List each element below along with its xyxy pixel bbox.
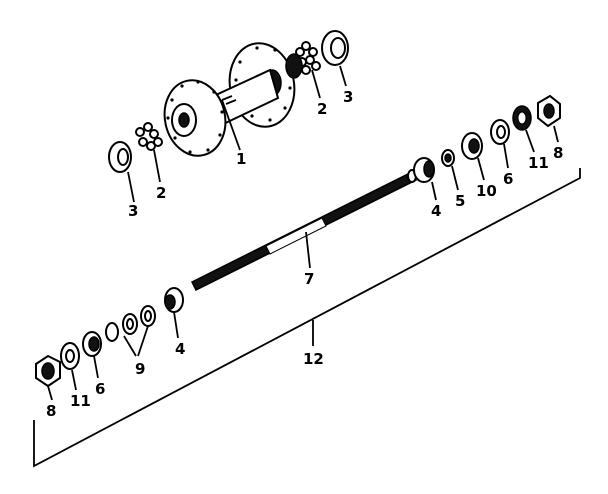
- assembly-bracket: [33, 168, 581, 468]
- callout-5: 5: [455, 192, 465, 210]
- callout-7: 7: [304, 270, 314, 288]
- callout-6-right: 6: [503, 170, 513, 188]
- axle: [190, 169, 418, 292]
- left-axle-parts: [35, 287, 184, 401]
- callout-3-right: 3: [343, 88, 353, 106]
- right-axle-parts: [413, 94, 561, 201]
- callout-9: 9: [135, 360, 145, 378]
- callout-4-left: 4: [175, 340, 185, 358]
- callout-2-left: 2: [156, 184, 166, 202]
- callout-11-left: 11: [70, 392, 91, 410]
- callout-3-left: 3: [128, 202, 138, 220]
- callout-4-right: 4: [431, 202, 441, 220]
- hub-assembly: [163, 42, 296, 157]
- callout-10: 10: [476, 182, 497, 200]
- callout-12: 12: [303, 350, 324, 368]
- callout-2-right: 2: [317, 100, 327, 118]
- callout-6-left: 6: [95, 380, 105, 398]
- left-bearing-set: [108, 122, 163, 203]
- callout-8-right: 8: [553, 144, 563, 162]
- callout-1: 1: [236, 150, 246, 168]
- callout-8-left: 8: [46, 402, 56, 420]
- callout-labels: 1 2 3 2 3 4 5 10 6 11 8 7 4 9 6 11 8 12: [46, 88, 563, 420]
- right-bearing-set: [285, 30, 349, 99]
- callout-11-right: 11: [528, 154, 549, 172]
